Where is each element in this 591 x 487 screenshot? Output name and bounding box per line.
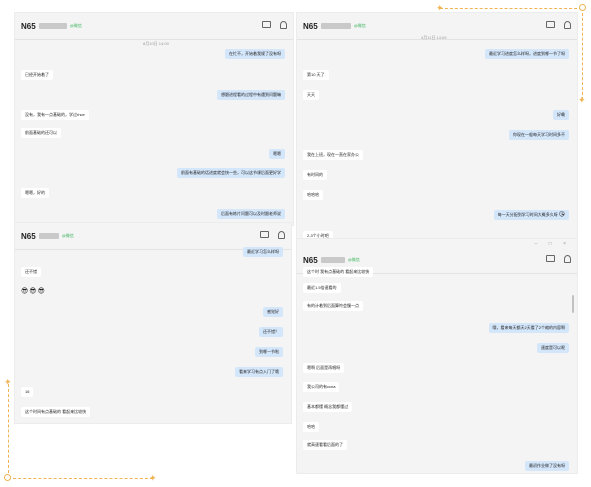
outgoing-message-bubble[interactable]: 你现在一般每天学习时间多不	[509, 130, 569, 140]
sparkle-icon: ✦	[436, 3, 444, 13]
incoming-message-bubble[interactable]: 我在上班，现在一直在家办公	[303, 150, 363, 160]
contact-tag: @微信	[347, 257, 360, 262]
emoji: 😘	[558, 212, 565, 218]
sparkle-icon: ✦	[149, 473, 157, 483]
redacted-name	[320, 23, 351, 29]
outgoing-message-bubble[interactable]: 速度是可以呢	[537, 343, 569, 353]
add-contact-icon[interactable]	[280, 21, 287, 29]
chat-window-bottom-right: – □ × N65 @微信 这个时 我有点基础的 看起来比较快最近1.5倍速看的…	[296, 238, 578, 474]
contact-tag: @微信	[61, 233, 74, 238]
outgoing-message-bubble[interactable]: 到哪一节啦	[255, 347, 283, 357]
video-call-icon[interactable]	[260, 231, 269, 238]
video-call-icon[interactable]	[546, 255, 555, 262]
outgoing-message-bubble[interactable]: 最近学习进度怎么样呀，进度到哪一节了呀	[485, 49, 569, 59]
contact-name: N65	[21, 231, 36, 241]
chat-window-bottom-left: – □ N65 @微信 最近学习怎么样呀还不错😎😎😎感觉好还不错？到哪一节啦看来…	[14, 222, 292, 424]
outgoing-message-bubble[interactable]: 在忙不，开始着我规了没有呀	[225, 49, 285, 59]
incoming-message-bubble[interactable]: 嗯啊 后面是再唱呀	[303, 363, 345, 373]
incoming-message-bubble[interactable]: 还不错	[21, 267, 41, 277]
header-divider	[297, 39, 577, 40]
incoming-message-bubble[interactable]: 最近1.5倍速看的	[303, 283, 341, 293]
chat-window-top-left: N65 @微信 8月10日 14:00 在忙不，开始着我规了没有呀已经开始着了想…	[14, 12, 294, 226]
add-contact-icon[interactable]	[564, 255, 571, 263]
incoming-message-bubble[interactable]: 就高速看看后面的了	[303, 440, 347, 450]
incoming-message-bubble[interactable]: 嗯嗯，好的	[21, 188, 49, 198]
outgoing-message-bubble[interactable]: 哦，看来每天都天2天看了2个缩的内容啊	[488, 323, 569, 333]
outgoing-message-bubble[interactable]: 最初作业做了没有呀	[525, 461, 569, 471]
incoming-message-bubble[interactable]: 有时间的	[303, 170, 327, 180]
outgoing-message-bubble[interactable]: 最近学习怎么样呀	[243, 247, 283, 257]
incoming-message-bubble[interactable]: 已经开始着了	[21, 70, 53, 80]
outgoing-message-bubble[interactable]: 嗯嗯	[269, 149, 285, 159]
window-controls[interactable]: – □ ×	[534, 241, 571, 247]
chat-header: N65 @微信	[297, 247, 577, 273]
outgoing-message-bubble[interactable]: 感觉好	[263, 307, 283, 317]
outgoing-message-bubble[interactable]: 想跟进程看的过程中有遇到问题嘛	[217, 90, 285, 100]
incoming-message-bubble[interactable]: 有的计着到后面算符会慢一点	[303, 301, 363, 311]
redacted-name	[320, 257, 345, 263]
incoming-message-bubble[interactable]: 2-3个小时吧	[303, 231, 333, 241]
header-divider	[15, 249, 291, 250]
chat-timestamp: 4月11日 14:09	[421, 35, 447, 40]
scrollbar-thumb[interactable]	[572, 295, 574, 313]
sparkle-icon: ✦	[4, 377, 12, 387]
incoming-message-bubble[interactable]: 基本都懂 概念我都懂过	[303, 402, 353, 412]
contact-name: N65	[303, 255, 318, 265]
outgoing-message-bubble[interactable]: 好嘞	[553, 110, 569, 120]
decorative-frame-left	[8, 384, 9, 478]
outgoing-message-bubble[interactable]: 每一天分配到学习时间大概多久呀😘	[493, 210, 569, 220]
contact-name: N65	[303, 21, 318, 31]
incoming-message-bubble[interactable]: 这个时间有点基础的 看起来比较快	[21, 407, 91, 417]
contact-tag: @微信	[353, 23, 366, 28]
decorative-frame-right	[582, 8, 583, 100]
outgoing-message-bubble[interactable]: 还不错？	[259, 327, 283, 337]
video-call-icon[interactable]	[546, 21, 555, 28]
circle-ornament-icon	[4, 474, 11, 481]
redacted-name	[38, 23, 67, 29]
incoming-message-bubble[interactable]: 这个时 我有点基础的 看起来比较快	[303, 267, 374, 277]
sparkle-icon: ✦	[578, 95, 586, 105]
outgoing-message-bubble[interactable]: 看来学习有点入门了哦	[235, 367, 283, 377]
chat-header: N65 @微信	[15, 13, 293, 39]
outgoing-message-bubble[interactable]: 前面有基础的话进度就会快一些，可以这节课后面更好学	[177, 168, 285, 178]
incoming-message-bubble[interactable]: 前面基础的还可以	[21, 128, 61, 138]
redacted-name	[38, 233, 59, 239]
incoming-message-bubble[interactable]: 哈哈	[303, 422, 319, 432]
decorative-frame-bottom	[8, 478, 153, 479]
incoming-message-bubble[interactable]: 第10 天了	[303, 70, 329, 80]
circle-ornament-icon	[579, 4, 586, 11]
video-call-icon[interactable]	[262, 21, 271, 28]
header-divider	[15, 39, 293, 40]
chat-timestamp: 8月10日 14:00	[143, 41, 169, 46]
chat-header: N65 @微信	[297, 13, 577, 39]
decorative-frame-top	[440, 8, 582, 9]
incoming-message-bubble[interactable]: 哈哈哈	[303, 190, 323, 200]
incoming-message-bubble[interactable]: 我公司的有ccna	[303, 382, 340, 392]
chat-header: N65 @微信	[15, 223, 291, 249]
incoming-message-bubble[interactable]: 😎😎😎	[21, 288, 46, 295]
contact-tag: @微信	[69, 23, 82, 28]
add-contact-icon[interactable]	[564, 21, 571, 29]
add-contact-icon[interactable]	[278, 231, 285, 239]
outgoing-message-bubble[interactable]: 后面有练片问题可以及时跟老师说	[217, 209, 285, 219]
chat-window-top-right: N65 @微信 4月11日 14:09 最近学习进度怎么样呀，进度到哪一节了呀第…	[296, 12, 578, 244]
incoming-message-bubble[interactable]: 16	[21, 387, 34, 397]
incoming-message-bubble[interactable]: 天天	[303, 90, 319, 100]
header-divider	[297, 273, 577, 274]
incoming-message-bubble[interactable]: 没有，我有一点基础的，学过rhce	[21, 110, 89, 120]
contact-name: N65	[21, 21, 36, 31]
